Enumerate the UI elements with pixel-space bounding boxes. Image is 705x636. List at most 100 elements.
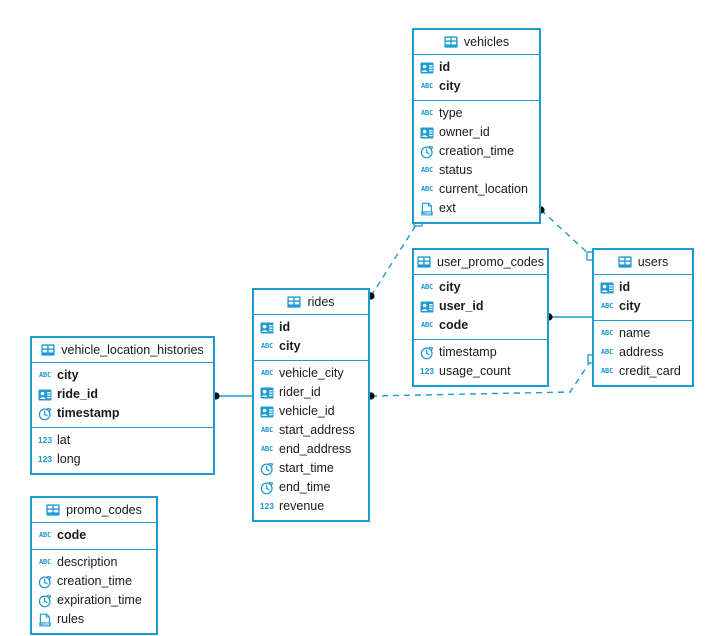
- pk-field-timestamp[interactable]: timestamp: [32, 404, 213, 423]
- field-label: timestamp: [57, 406, 120, 421]
- pk-field-city[interactable]: ABC city: [254, 337, 368, 356]
- column-field-rider_id[interactable]: rider_id: [254, 383, 368, 402]
- json-icon: JSON: [420, 202, 434, 216]
- field-label: city: [439, 79, 461, 94]
- field-label: rider_id: [279, 385, 321, 400]
- table-title-rides[interactable]: rides: [254, 290, 368, 315]
- field-label: id: [619, 280, 631, 295]
- pk-field-id[interactable]: id: [414, 58, 539, 77]
- field-label: creation_time: [57, 574, 133, 589]
- abc-icon: ABC: [260, 342, 274, 350]
- field-label: credit_card: [619, 364, 681, 379]
- field-label: ride_id: [57, 387, 98, 402]
- clock-icon: [420, 145, 434, 159]
- table-grid-icon: [444, 35, 458, 49]
- table-title-promo_codes[interactable]: promo_codes: [32, 498, 156, 523]
- abc-icon: ABC: [260, 426, 274, 434]
- table-title-users[interactable]: users: [594, 250, 692, 275]
- column-field-description[interactable]: ABC description: [32, 553, 156, 572]
- id-card-icon: [600, 281, 614, 295]
- field-label: start_address: [279, 423, 355, 438]
- table-title-user_promo_codes[interactable]: user_promo_codes: [414, 250, 547, 275]
- column-field-start_address[interactable]: ABC start_address: [254, 421, 368, 440]
- field-label: description: [57, 555, 118, 570]
- 123-icon: 123: [419, 366, 435, 377]
- table-grid-icon: [417, 255, 431, 269]
- abc-icon: ABC: [600, 329, 614, 337]
- field-label: city: [57, 368, 79, 383]
- pk-field-user_id[interactable]: user_id: [414, 297, 547, 316]
- field-label: vehicle_id: [279, 404, 335, 419]
- column-field-owner_id[interactable]: owner_id: [414, 123, 539, 142]
- column-field-ext[interactable]: JSON ext: [414, 199, 539, 218]
- table-title-vehicles[interactable]: vehicles: [414, 30, 539, 55]
- field-label: revenue: [279, 499, 325, 514]
- field-label: city: [279, 339, 301, 354]
- 123-icon: 123: [37, 454, 53, 465]
- column-field-end_time[interactable]: end_time: [254, 478, 368, 497]
- field-label: id: [279, 320, 291, 335]
- pk-field-id[interactable]: id: [594, 278, 692, 297]
- json-icon: JSON: [38, 613, 52, 627]
- column-field-creation_time[interactable]: creation_time: [414, 142, 539, 161]
- column-field-vehicle_id[interactable]: vehicle_id: [254, 402, 368, 421]
- column-field-expiration_time[interactable]: expiration_time: [32, 591, 156, 610]
- column-field-creation_time[interactable]: creation_time: [32, 572, 156, 591]
- id-card-icon: [260, 386, 274, 400]
- field-label: code: [439, 318, 469, 333]
- field-label: address: [619, 345, 664, 360]
- field-label: end_address: [279, 442, 352, 457]
- column-field-start_time[interactable]: start_time: [254, 459, 368, 478]
- table-name-label: users: [637, 254, 669, 269]
- field-label: id: [439, 60, 451, 75]
- id-card-icon: [420, 61, 434, 75]
- field-label: creation_time: [439, 144, 515, 159]
- table-title-vehicle_location_histories[interactable]: vehicle_location_histories: [32, 338, 213, 363]
- field-label: code: [57, 528, 87, 543]
- abc-icon: ABC: [38, 558, 52, 566]
- relationship-vehicle_location_histories-to-rides: [212, 392, 252, 400]
- clock-icon: [38, 575, 52, 589]
- table-name-label: user_promo_codes: [437, 254, 545, 269]
- pk-field-id[interactable]: id: [254, 318, 368, 337]
- field-label: start_time: [279, 461, 334, 476]
- column-field-timestamp[interactable]: timestamp: [414, 343, 547, 362]
- clock-icon: [420, 346, 434, 360]
- pk-field-ride_id[interactable]: ride_id: [32, 385, 213, 404]
- field-label: ext: [439, 201, 456, 216]
- table-name-label: rides: [307, 294, 335, 309]
- clock-icon: [38, 594, 52, 608]
- abc-icon: ABC: [420, 109, 434, 117]
